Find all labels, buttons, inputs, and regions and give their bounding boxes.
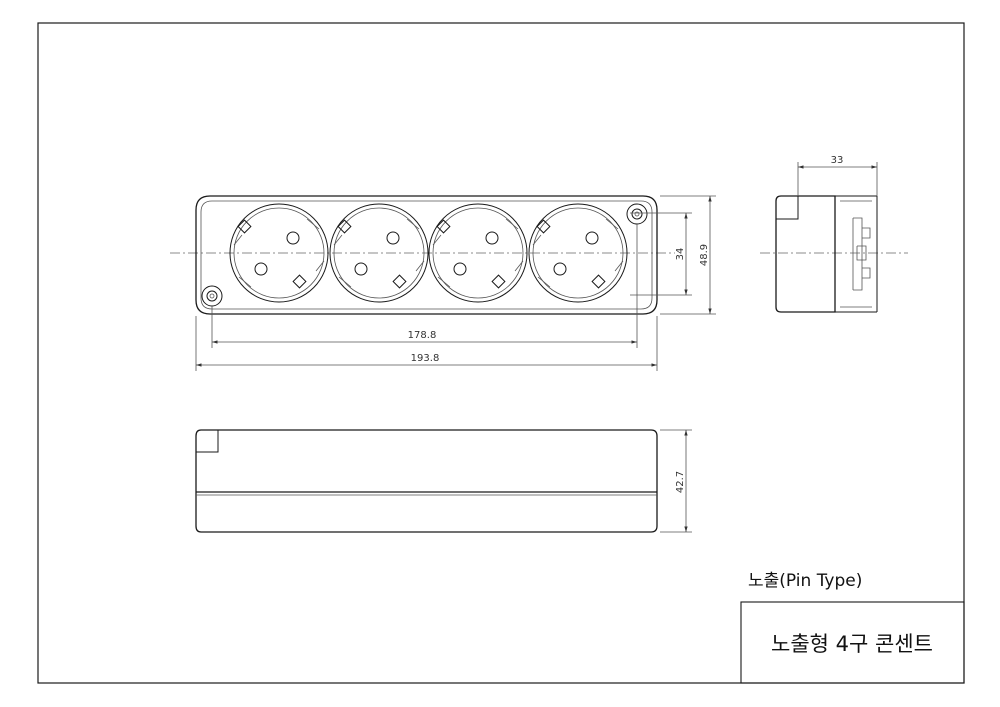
front-view: 42.7 bbox=[195, 429, 692, 533]
dimension-side-depth: 33 bbox=[797, 155, 878, 196]
socket-4 bbox=[528, 203, 628, 303]
dim-label-side-depth: 33 bbox=[831, 155, 844, 166]
top-view: 178.8 193.8 34 48.9 bbox=[170, 195, 716, 371]
drawing-frame bbox=[37, 22, 965, 684]
dim-label-socket-height: 34 bbox=[675, 248, 686, 261]
side-view-step bbox=[776, 196, 799, 220]
screw-hole-right bbox=[626, 203, 648, 225]
front-view-step bbox=[196, 430, 219, 453]
side-view-outline bbox=[775, 195, 836, 313]
socket-2 bbox=[329, 203, 429, 303]
dimension-hole-pitch: 178.8 bbox=[211, 224, 638, 348]
title-block bbox=[740, 601, 965, 684]
dim-label-body-width: 48.9 bbox=[699, 244, 710, 266]
pin-type-caption: 노출(Pin Type) bbox=[748, 571, 862, 591]
screw-hole-left bbox=[201, 285, 223, 307]
side-view: 33 bbox=[760, 155, 908, 313]
front-view-outline bbox=[195, 429, 658, 533]
socket-3 bbox=[428, 203, 528, 303]
dim-label-total-length: 193.8 bbox=[411, 353, 440, 364]
title-block-title: 노출형 4구 콘센트 bbox=[771, 632, 933, 656]
top-view-inner-edge bbox=[200, 200, 653, 310]
side-view-pins bbox=[840, 200, 872, 308]
dim-label-body-height: 42.7 bbox=[675, 471, 686, 493]
socket-1 bbox=[229, 203, 329, 303]
dim-label-hole-pitch: 178.8 bbox=[408, 330, 437, 341]
dimension-body-height: 42.7 bbox=[660, 429, 692, 533]
top-view-outline bbox=[195, 195, 658, 315]
dimension-socket-height: 34 bbox=[630, 212, 692, 296]
dimension-body-width: 48.9 bbox=[660, 195, 716, 315]
dimension-total-length: 193.8 bbox=[195, 316, 658, 371]
